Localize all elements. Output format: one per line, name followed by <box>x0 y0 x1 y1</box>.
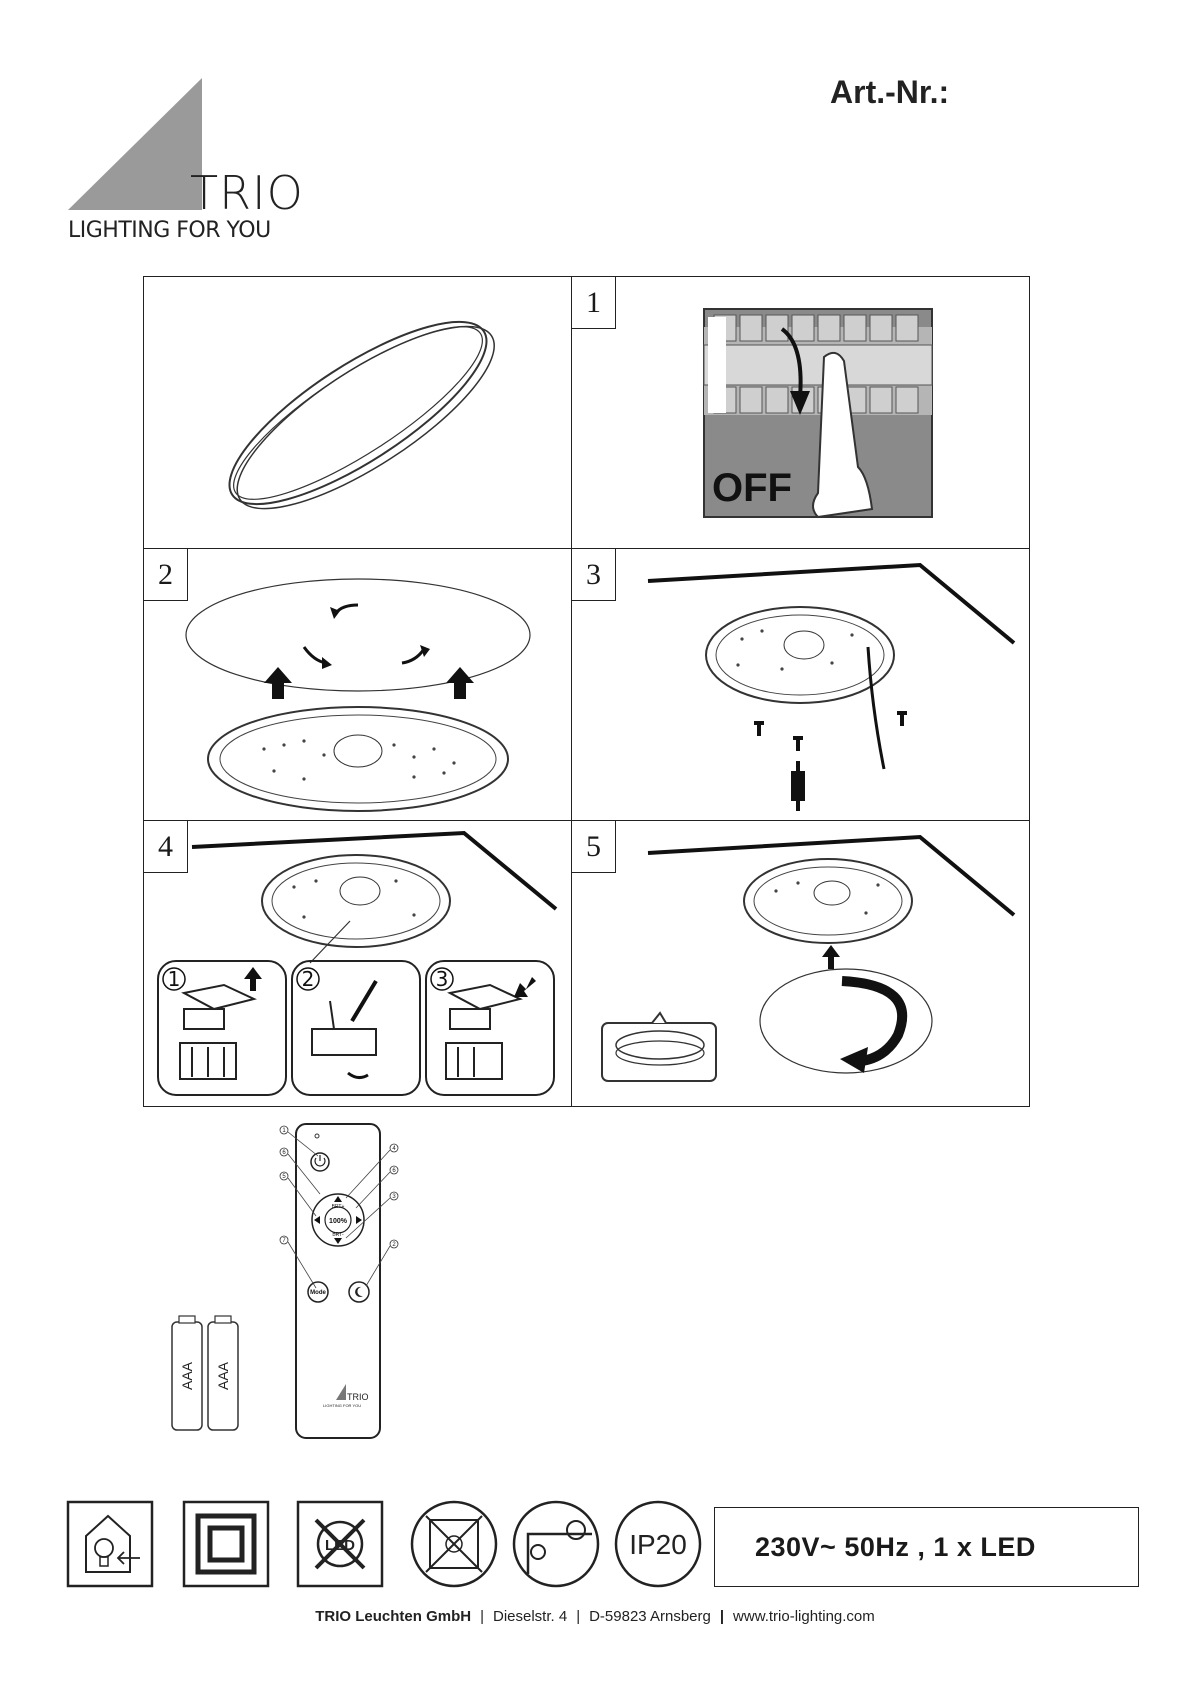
product-overview-cell <box>144 277 572 549</box>
substep-2-label: 2 <box>302 967 315 991</box>
brightness-down-label: BRT- <box>332 1232 344 1238</box>
electrical-spec: 230V~ 50Hz , 1 x LED <box>755 1532 1036 1563</box>
step-5-cell: 5 <box>572 821 1029 1107</box>
remote-logo-word: TRIO <box>347 1392 369 1402</box>
protection-class-2-icon <box>184 1502 268 1586</box>
step-4-cell: 4 1 2 3 <box>144 821 572 1107</box>
step-2-cell: 2 <box>144 549 572 821</box>
battery-label: AAA <box>215 1361 231 1390</box>
led-label: LED <box>325 1537 355 1554</box>
ip-rating-label: IP20 <box>629 1529 687 1560</box>
brightness-up-label: BRT+ <box>332 1204 345 1210</box>
brand-tagline: LIGHTING FOR YOU <box>68 218 271 243</box>
step-number: 3 <box>572 549 616 601</box>
led-not-replaceable-icon: LED <box>298 1502 382 1586</box>
step-number: 4 <box>144 821 188 873</box>
instruction-grid: 1 OFF 2 <box>143 276 1030 1107</box>
substep-1-label: 1 <box>168 967 181 991</box>
step-number: 1 <box>572 277 616 329</box>
ip-rating-icon: IP20 <box>616 1502 700 1586</box>
substep-3-label: 3 <box>436 967 449 991</box>
footer: TRIO Leuchten GmbH|Dieselstr. 4|D-59823 … <box>0 1608 1190 1625</box>
ceiling-lamp-illustration <box>144 277 572 549</box>
no-dimmer-icon <box>412 1502 496 1586</box>
battery-label: AAA <box>179 1361 195 1390</box>
center-button-label: 100% <box>329 1218 348 1225</box>
footer-street: Dieselstr. 4 <box>493 1608 567 1625</box>
remote-and-batteries: AAA AAA 100% BRT+ BRT- Mode TRIO LIGHTIN… <box>160 1122 460 1452</box>
mode-button-label: Mode <box>310 1290 326 1296</box>
remove-cover-illustration <box>144 549 572 821</box>
breaker-switch-off-illustration: OFF <box>572 277 1029 549</box>
electrical-spec-box: 230V~ 50Hz , 1 x LED <box>714 1507 1139 1587</box>
off-label: OFF <box>712 466 792 510</box>
footer-company: TRIO Leuchten GmbH <box>315 1608 471 1625</box>
attach-cover-illustration <box>572 821 1029 1107</box>
step-3-cell: 3 <box>572 549 1029 821</box>
step-number: 5 <box>572 821 616 873</box>
brand-name: TRIO <box>190 166 304 220</box>
footer-city: D-59823 Arnsberg <box>589 1608 711 1625</box>
step-1-cell: 1 OFF <box>572 277 1029 549</box>
ceiling-mount-icon <box>514 1502 598 1586</box>
wiring-illustration: 1 2 3 <box>144 821 572 1107</box>
remote-control: 100% BRT+ BRT- Mode TRIO LIGHTING FOR YO… <box>296 1124 380 1438</box>
night-mode-button[interactable] <box>349 1282 369 1302</box>
footer-website[interactable]: www.trio-lighting.com <box>733 1608 875 1625</box>
article-number-label: Art.-Nr.: <box>830 74 949 111</box>
step-number: 2 <box>144 549 188 601</box>
remote-logo-tag: LIGHTING FOR YOU <box>323 1403 361 1408</box>
indoor-use-icon <box>68 1502 152 1586</box>
mount-base-illustration <box>572 549 1029 821</box>
batteries: AAA AAA <box>172 1316 238 1430</box>
